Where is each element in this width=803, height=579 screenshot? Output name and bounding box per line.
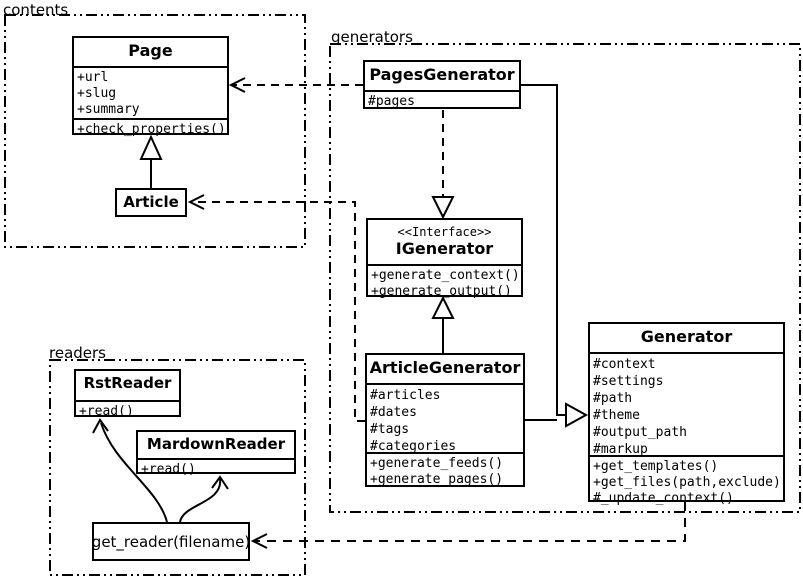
attribute: #dates	[370, 405, 417, 420]
attribute: #path	[593, 391, 633, 406]
attribute: #theme	[593, 408, 640, 423]
dependency-articlegenerator-article	[187, 194, 365, 422]
class-rstreader-name: RstReader	[83, 374, 172, 392]
class-article: Article	[115, 188, 187, 217]
class-mardownreader-methods: +read()	[138, 458, 294, 477]
generators-package-border	[329, 43, 801, 513]
class-articlegenerator-name: ArticleGenerator	[369, 358, 521, 377]
method: +check_properties()	[77, 122, 226, 137]
class-pagesgenerator: PagesGenerator #pages	[363, 60, 521, 109]
method: #_update_context()	[593, 491, 734, 505]
attribute: #markup	[593, 442, 648, 455]
generators-package-label: generators	[331, 28, 413, 46]
inheritance-generators-generator	[520, 84, 589, 428]
attribute: +summary	[77, 102, 140, 117]
get-reader-label: get_reader(filename)	[91, 532, 251, 551]
attribute: +url	[77, 70, 109, 85]
class-page-name: Page	[128, 41, 173, 60]
attribute: +slug	[77, 86, 117, 101]
class-page-methods: +check_properties()	[74, 118, 227, 140]
realization-articlegenerator-igenerator	[431, 295, 455, 353]
realization-pagesgenerator-igenerator	[431, 110, 455, 220]
class-rstreader-methods: +read()	[76, 400, 179, 420]
hollow-triangle-icon	[431, 295, 455, 319]
class-pagesgenerator-attributes: #pages	[365, 90, 519, 112]
attribute: #pages	[368, 94, 415, 109]
class-articlegenerator-attributes: #articles #dates #tags #categories	[367, 383, 523, 452]
attribute: #context	[593, 357, 656, 372]
attribute: #categories	[370, 439, 457, 452]
get-reader-box: get_reader(filename)	[92, 522, 250, 561]
class-igenerator-header: <<Interface>> IGenerator	[368, 220, 521, 264]
class-generator-methods: +get_templates() +get_files(path,exclude…	[590, 455, 783, 505]
class-article-name: Article	[123, 193, 179, 211]
hollow-triangle-icon	[431, 196, 455, 220]
open-arrowhead-icon	[187, 194, 205, 210]
open-arrowhead-icon	[250, 533, 268, 549]
method: +generate_feeds()	[370, 456, 504, 471]
readers-package-label: readers	[49, 344, 106, 362]
class-generator: Generator #context #settings #path #them…	[588, 322, 785, 505]
attribute: #settings	[593, 374, 664, 389]
arrow-getreader-rstreader	[92, 418, 168, 523]
hollow-triangle-icon	[565, 402, 589, 428]
open-arrowhead-icon	[211, 475, 229, 490]
class-igenerator-name: IGenerator	[395, 239, 494, 258]
arrow-getreader-mardownreader	[179, 475, 229, 523]
class-page-attributes: +url +slug +summary	[74, 66, 227, 118]
method: +read()	[141, 462, 196, 477]
class-pagesgenerator-name: PagesGenerator	[369, 65, 515, 84]
method: +generate_context()	[371, 268, 520, 283]
contents-package-label: contents	[3, 1, 69, 19]
contents-package-border	[4, 14, 306, 248]
class-generator-name: Generator	[640, 327, 733, 346]
class-generator-attributes: #context #settings #path #theme #output_…	[590, 352, 783, 455]
class-articlegenerator: ArticleGenerator #articles #dates #tags …	[365, 353, 525, 487]
method: +read()	[79, 404, 134, 419]
dependency-generator-getreader	[250, 502, 686, 549]
open-arrowhead-icon	[228, 77, 246, 93]
class-mardownreader: MardownReader +read()	[136, 430, 296, 477]
method: +generate_pages()	[370, 472, 504, 487]
attribute: #tags	[370, 422, 410, 437]
class-igenerator-methods: +generate_context() +generate_output()	[368, 264, 521, 299]
inheritance-article-page	[139, 134, 163, 188]
class-page: Page +url +slug +summary +check_properti…	[72, 36, 229, 137]
class-igenerator: <<Interface>> IGenerator +generate_conte…	[366, 218, 523, 299]
readers-package-border	[49, 359, 306, 576]
class-mardownreader-name: MardownReader	[146, 435, 286, 453]
class-articlegenerator-methods: +generate_feeds() +generate_pages()	[367, 452, 523, 490]
dependency-pagesgenerator-page	[228, 77, 363, 93]
hollow-triangle-icon	[139, 134, 163, 160]
class-rstreader: RstReader +read()	[74, 369, 181, 420]
method: +get_templates()	[593, 459, 719, 474]
attribute: #articles	[370, 388, 441, 403]
open-arrowhead-icon	[92, 418, 109, 434]
method: +generate_output()	[371, 284, 512, 299]
method: +get_files(path,exclude)	[593, 475, 781, 490]
stereotype-label: <<Interface>>	[397, 225, 492, 239]
attribute: #output_path	[593, 425, 687, 440]
